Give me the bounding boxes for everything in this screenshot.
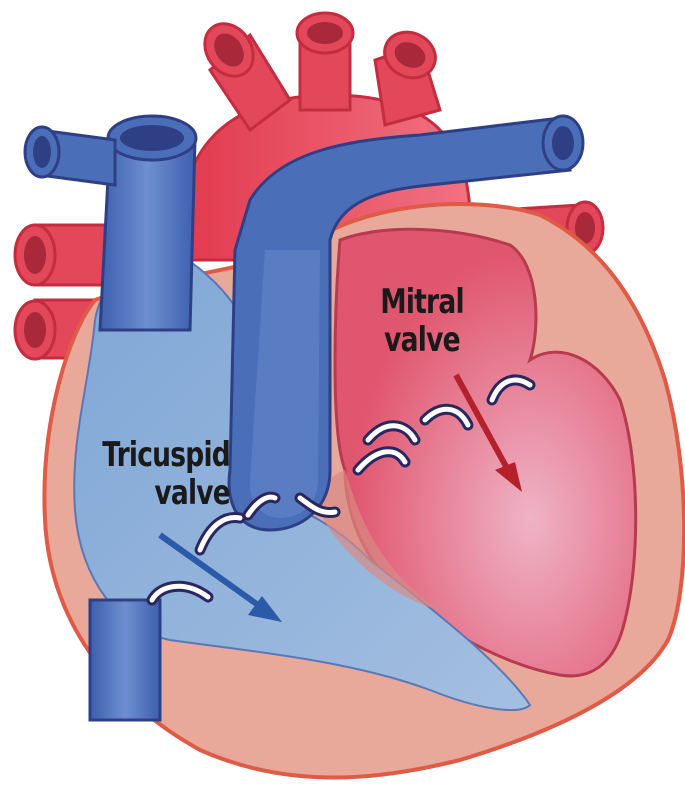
mitral-label-line1: Mitral <box>367 283 476 321</box>
tricuspid-valve-label: Tricuspid valve <box>74 436 230 512</box>
inferior-vena-cava <box>90 600 160 720</box>
superior-vena-cava <box>25 116 196 330</box>
tricuspid-label-line2: valve <box>74 474 230 512</box>
mitral-valve-label: Mitral valve <box>367 283 476 359</box>
tricuspid-label-line1: Tricuspid <box>74 436 230 474</box>
mitral-label-line2: valve <box>367 321 476 359</box>
